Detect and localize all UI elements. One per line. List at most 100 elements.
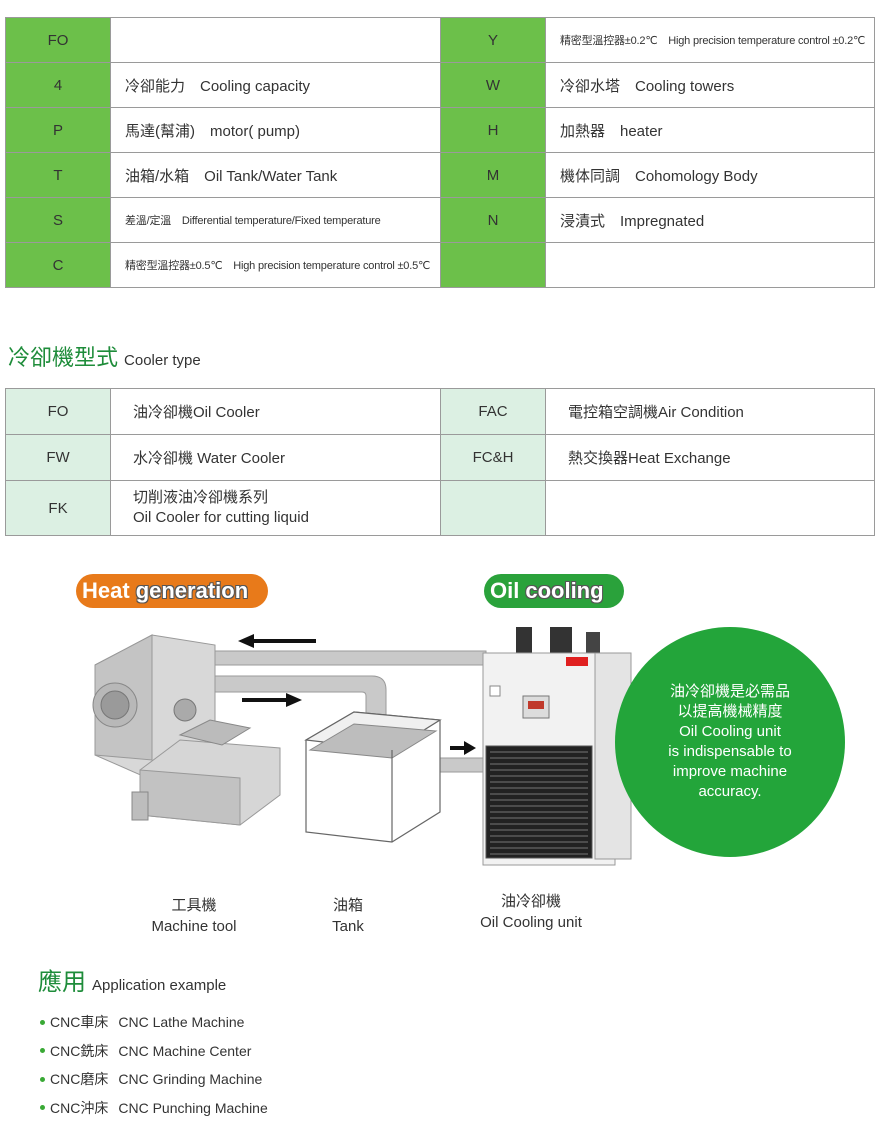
table-row: T 油箱/水箱 Oil Tank/Water Tank M 機体同調 Cohom… — [5, 152, 875, 198]
list-item: CNC車床 CNC Lathe Machine — [40, 1008, 268, 1037]
code-cell: S — [5, 197, 111, 243]
code-cell: FO — [5, 17, 111, 63]
tank-caption-en: Tank — [332, 918, 364, 935]
tank-illustration — [304, 711, 442, 843]
benefit-circle: 油冷卻機是必需品 以提高機械精度 Oil Cooling unit is ind… — [615, 627, 845, 857]
item-zh: CNC沖床 — [50, 1099, 109, 1116]
desc-line-en: Oil Cooler for cutting liquid — [133, 509, 309, 526]
desc-cell: 機体同調 Cohomology Body — [545, 152, 875, 198]
item-en: CNC Grinding Machine — [118, 1071, 263, 1088]
bullet-icon — [40, 1048, 45, 1054]
unit-grille — [490, 751, 588, 855]
bullet-icon — [40, 1076, 45, 1082]
desc-cell: 油箱/水箱 Oil Tank/Water Tank — [110, 152, 441, 198]
code-cell: M — [440, 152, 546, 198]
oil-cooling-diagram — [92, 627, 632, 866]
list-item: CNC銑床 CNC Machine Center — [40, 1037, 268, 1066]
code-cell: FO — [5, 388, 111, 435]
tank-caption: 油箱 Tank — [318, 895, 378, 937]
table-row: FO Y 精密型溫控器±0.2℃ High precision temperat… — [5, 17, 875, 63]
desc-cell — [110, 17, 441, 63]
application-title-zh: 應用 — [38, 969, 86, 996]
heat-badge-word1: Heat — [82, 578, 130, 603]
code-cell — [440, 480, 546, 536]
code-cell: P — [5, 107, 111, 153]
code-cell: Y — [440, 17, 546, 63]
desc-cell: 馬達(幫浦) motor( pump) — [110, 107, 441, 153]
code-cell: FK — [5, 480, 111, 536]
oil-badge-word1: Oil — [490, 578, 520, 603]
code-cell: C — [5, 242, 111, 288]
circle-line: is indispensable to — [668, 743, 792, 760]
desc-cell: 差溫/定溫 Differential temperature/Fixed tem… — [110, 197, 441, 243]
code-cell: 4 — [5, 62, 111, 108]
heat-badge-word2: generation — [135, 578, 249, 603]
table-row: FO 油冷卻機Oil Cooler FAC 電控箱空調機Air Conditio… — [5, 388, 875, 435]
code-cell — [440, 242, 546, 288]
cooler-type-title-en: Cooler type — [124, 352, 201, 369]
code-cell: FW — [5, 434, 111, 481]
machine-tool-caption-en: Machine tool — [151, 918, 237, 935]
circle-line: improve machine — [672, 763, 788, 780]
desc-cell: 精密型溫控器±0.2℃ High precision temperature c… — [545, 17, 875, 63]
desc-cell — [545, 242, 875, 288]
list-item: CNC磨床 CNC Grinding Machine — [40, 1065, 268, 1094]
desc-cell: 電控箱空調機Air Condition — [545, 388, 875, 435]
item-en: CNC Punching Machine — [118, 1099, 268, 1116]
table-row: S 差溫/定溫 Differential temperature/Fixed t… — [5, 197, 875, 243]
code-cell: W — [440, 62, 546, 108]
table-row: FW 水冷卻機 Water Cooler FC&H 熱交換器Heat Excha… — [5, 434, 875, 481]
item-zh: CNC磨床 — [50, 1071, 109, 1088]
machine-tool-illustration — [92, 634, 281, 826]
item-en: CNC Machine Center — [118, 1042, 252, 1059]
code-cell: N — [440, 197, 546, 243]
desc-cell — [545, 480, 875, 536]
unit-caption-zh: 油冷卻機 — [500, 893, 561, 910]
bullet-icon — [40, 1105, 45, 1111]
circle-line: accuracy. — [698, 783, 762, 800]
desc-cell: 水冷卻機 Water Cooler — [110, 434, 441, 481]
circle-line: Oil Cooling unit — [679, 723, 781, 740]
return-pipe — [195, 650, 487, 666]
desc-cell: 加熱器 heater — [545, 107, 875, 153]
desc-cell: 精密型溫控器±0.5℃ High precision temperature c… — [110, 242, 441, 288]
application-list: CNC車床 CNC Lathe Machine CNC銑床 CNC Machine … — [40, 1008, 268, 1122]
application-title: 應用 Application example — [38, 962, 226, 997]
unit-caption: 油冷卻機 Oil Cooling unit — [460, 891, 602, 933]
table-row: FK 切削液油冷卻機系列 Oil Cooler for cutting liqu… — [5, 480, 875, 536]
desc-cell: 冷卻能力 Cooling capacity — [110, 62, 441, 108]
item-zh: CNC銑床 — [50, 1042, 109, 1059]
tank-caption-zh: 油箱 — [332, 897, 363, 914]
application-title-en: Application example — [92, 977, 227, 994]
item-en: CNC Lathe Machine — [118, 1014, 245, 1031]
oil-cooling-unit-illustration — [482, 627, 632, 866]
table-row: C 精密型溫控器±0.5℃ High precision temperature… — [5, 242, 875, 288]
item-zh: CNC車床 — [50, 1014, 109, 1031]
code-cell: FAC — [440, 388, 546, 435]
machine-tool-caption: 工具機 Machine tool — [126, 895, 262, 937]
table-row: 4 冷卻能力 Cooling capacity W 冷卻水塔 Cooling t… — [5, 62, 875, 108]
tank-to-unit-pipe — [439, 757, 487, 773]
desc-cell: 冷卻水塔 Cooling towers — [545, 62, 875, 108]
circle-line: 以提高機械精度 — [677, 703, 783, 720]
desc-cell: 浸漬式 Impregnated — [545, 197, 875, 243]
code-cell: H — [440, 107, 546, 153]
desc-line-zh: 切削液油冷卻機系列 — [133, 489, 269, 506]
bullet-icon — [40, 1019, 45, 1025]
code-cell: T — [5, 152, 111, 198]
cooler-type-title-zh: 冷卻機型式 — [8, 345, 119, 370]
code-cell: FC&H — [440, 434, 546, 481]
desc-cell: 油冷卻機Oil Cooler — [110, 388, 441, 435]
arrow-right-small-icon — [450, 741, 476, 755]
circle-line: 油冷卻機是必需品 — [669, 683, 790, 700]
desc-cell: 切削液油冷卻機系列 Oil Cooler for cutting liquid — [110, 480, 441, 536]
desc-cell: 熱交換器Heat Exchange — [545, 434, 875, 481]
model-code-table: FO Y 精密型溫控器±0.2℃ High precision temperat… — [5, 17, 875, 288]
oil-badge-word2: cooling — [525, 578, 604, 603]
unit-caption-en: Oil Cooling unit — [480, 914, 582, 931]
arrow-left-icon — [238, 634, 316, 648]
list-item: CNC沖床 CNC Punching Machine — [40, 1094, 268, 1123]
cooler-type-table: FO 油冷卻機Oil Cooler FAC 電控箱空調機Air Conditio… — [5, 388, 875, 536]
